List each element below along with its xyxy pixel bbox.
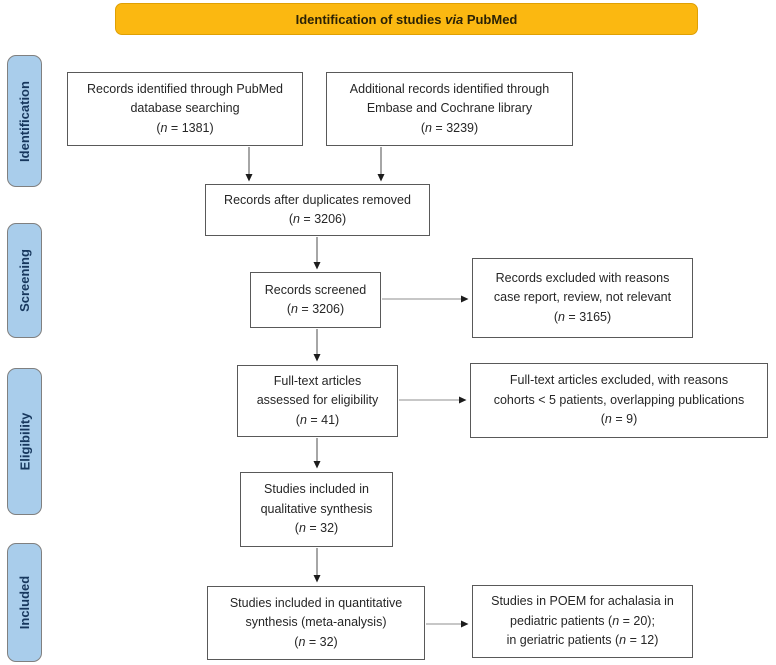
flow-box-line: Records screened — [264, 282, 367, 297]
flow-box-line: (n = 1381) — [156, 120, 214, 135]
sidebar-stage-identification: Identification — [7, 55, 42, 187]
sidebar-stage-label: Eligibility — [17, 412, 33, 471]
flow-box-line: qualitative synthesis — [260, 501, 373, 516]
flow-box-line: assessed for eligibility — [256, 393, 379, 408]
flow-box-line: Records excluded with reasons — [495, 270, 670, 285]
sidebar-stage-label: Screening — [17, 249, 33, 312]
sidebar-stage-screening: Screening — [7, 223, 42, 338]
flow-box-line: (n = 3206) — [286, 302, 345, 316]
flow-box-duplicates-removed: Records after duplicates removed (n = 320… — [205, 184, 430, 236]
flow-box-line: Full-text articles excluded, with reason… — [509, 373, 729, 388]
sidebar-stage-label: Included — [17, 575, 33, 630]
flow-box-qualitative-synthesis: Studies included in qualitative synthesis… — [240, 472, 393, 547]
flow-box-line: (n = 3165) — [553, 309, 612, 324]
flow-box-line: case report, review, not relevant — [493, 290, 672, 305]
flow-box-fulltext-assessed: Full-text articles assessed for eligibili… — [237, 365, 398, 437]
flow-box-quantitative-synthesis: Studies included in quantitative synthesi… — [207, 586, 425, 660]
flow-box-line: synthesis (meta-analysis) — [245, 615, 387, 630]
flow-box-line: Records after duplicates removed — [224, 192, 411, 207]
flow-box-line: Records identified through PubMed — [87, 81, 283, 96]
flow-box-line: database searching — [130, 101, 240, 116]
flow-box-line: pediatric patients (n = 20); — [510, 613, 655, 628]
flow-box-line: Additional records identified through — [349, 81, 550, 96]
flow-box-line: in geriatric patients (n = 12) — [506, 633, 659, 648]
flow-box-line: Full-text articles — [273, 373, 362, 388]
flow-box-line: Studies included in — [264, 482, 369, 497]
flow-box-line: (n = 32) — [294, 521, 339, 536]
flow-box-subgroup-studies: Studies in POEM for achalasia in pediatri… — [472, 585, 693, 658]
flow-box-line: (n = 32) — [294, 634, 338, 649]
flow-box-fulltext-excluded: Full-text articles excluded, with reason… — [470, 363, 768, 438]
sidebar-stage-included: Included — [7, 543, 42, 662]
flow-box-records-screened: Records screened (n = 3206) — [250, 272, 381, 328]
banner-title: Identification of studies via PubMed — [115, 3, 698, 35]
flow-box-records-excluded: Records excluded with reasons case report… — [472, 258, 693, 338]
flow-box-line: cohorts < 5 patients, overlapping public… — [493, 392, 745, 407]
flow-box-line: Studies in POEM for achalasia in — [491, 594, 674, 609]
flow-box-line: (n = 9) — [600, 412, 638, 427]
sidebar-stage-eligibility: Eligibility — [7, 368, 42, 515]
flow-box-line: (n = 3239) — [420, 120, 479, 135]
flow-box-line: (n = 3206) — [288, 212, 347, 226]
flow-box-records-pubmed: Records identified through PubMed databas… — [67, 72, 303, 146]
flow-box-line: Embase and Cochrane library — [366, 101, 533, 116]
banner-title-text: Identification of studies via PubMed — [295, 11, 518, 27]
sidebar-stage-label: Identification — [17, 80, 33, 162]
flow-box-line: Studies included in quantitative — [229, 595, 403, 610]
flow-box-line: (n = 41) — [295, 412, 340, 427]
